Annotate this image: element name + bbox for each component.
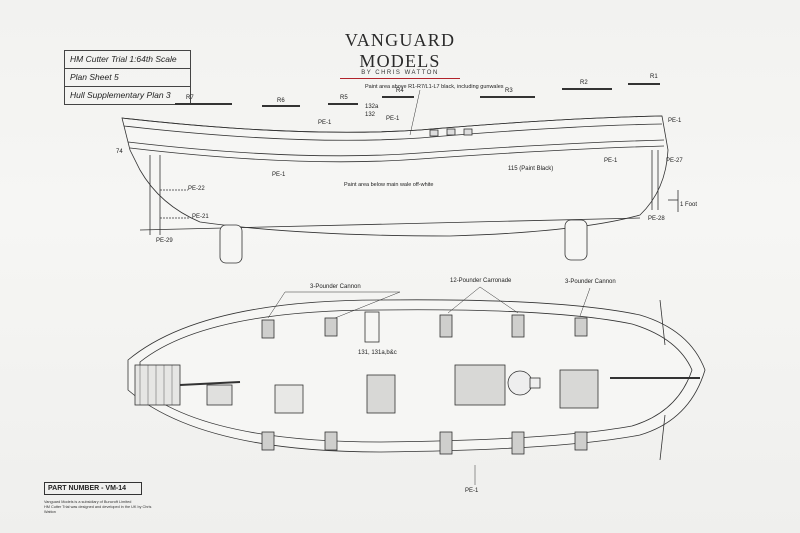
ref-pe1-b: PE-1 bbox=[386, 116, 400, 122]
ref-132: 132 bbox=[365, 112, 376, 118]
ref-pe1-e: PE-1 bbox=[604, 158, 618, 164]
rail-label-r2: R2 bbox=[580, 80, 588, 86]
ref-74: 74 bbox=[116, 149, 123, 155]
brand-underline bbox=[340, 78, 460, 79]
brand-logo: VANGUARD MODELS BY CHRIS WATTON bbox=[310, 30, 490, 79]
ladder-ref: 131, 131a,b&c bbox=[358, 350, 397, 356]
ref-pe21: PE-21 bbox=[192, 214, 209, 220]
brand-title: VANGUARD MODELS bbox=[344, 30, 456, 71]
title-block: HM Cutter Trial 1:64th Scale Plan Sheet … bbox=[64, 50, 191, 105]
rail-label-r4: R4 bbox=[396, 88, 404, 94]
ref-pe27: PE-27 bbox=[666, 158, 683, 164]
rail-label-r7: R7 bbox=[186, 95, 194, 101]
carronade-label: 12-Pounder Carronade bbox=[450, 278, 512, 284]
credits-line-1: Vanguard Models is a subsidiary of Buncr… bbox=[44, 500, 132, 504]
ref-pe1-d: PE-1 bbox=[272, 172, 286, 178]
rail-label-r1: R1 bbox=[650, 74, 658, 80]
brand-subtitle: BY CHRIS WATTON bbox=[361, 70, 439, 76]
credits: Vanguard Models is a subsidiary of Buncr… bbox=[44, 500, 154, 515]
hull-deck-inner bbox=[139, 309, 693, 443]
ref-pe22: PE-22 bbox=[188, 186, 205, 192]
rail-label-r3: R3 bbox=[505, 88, 513, 94]
rail-label-r5: R5 bbox=[340, 95, 348, 101]
title-line-2: Plan Sheet 5 bbox=[65, 69, 190, 87]
ref-pe1-c: PE-1 bbox=[668, 118, 682, 124]
one-foot-label: 1 Foot bbox=[680, 202, 698, 208]
deck-pe1: PE-1 bbox=[465, 488, 479, 494]
title-line-3: Hull Supplementary Plan 3 bbox=[70, 90, 171, 100]
ref-pe28: PE-28 bbox=[648, 216, 665, 222]
title-line-1: HM Cutter Trial 1:64th Scale bbox=[65, 51, 190, 69]
note-bottom: Paint area below main wale off-white bbox=[344, 182, 434, 188]
note-top: Paint area above R1-R7/L1-L7 black, incl… bbox=[365, 84, 504, 90]
part-number: PART NUMBER - VM-14 bbox=[44, 482, 142, 495]
credits-line-2: HM Cutter Trial was designed and develop… bbox=[44, 505, 152, 514]
hull-deck-outline bbox=[127, 299, 706, 453]
paint-black-label: 115 (Paint Black) bbox=[508, 166, 554, 172]
cannon-label-right: 3-Pounder Cannon bbox=[565, 279, 616, 285]
rail-label-r6: R6 bbox=[277, 98, 285, 104]
rail-line bbox=[121, 115, 663, 133]
wale-line-2 bbox=[129, 145, 665, 163]
wale-line bbox=[127, 139, 665, 157]
ref-132a: 132a bbox=[365, 104, 379, 110]
cannon-label-left: 3-Pounder Cannon bbox=[310, 284, 361, 290]
ref-pe1-a: PE-1 bbox=[318, 120, 332, 126]
rail-line-2 bbox=[123, 123, 663, 141]
ref-pe29: PE-29 bbox=[156, 238, 173, 244]
keel-block bbox=[564, 219, 588, 261]
rudder bbox=[219, 224, 243, 264]
